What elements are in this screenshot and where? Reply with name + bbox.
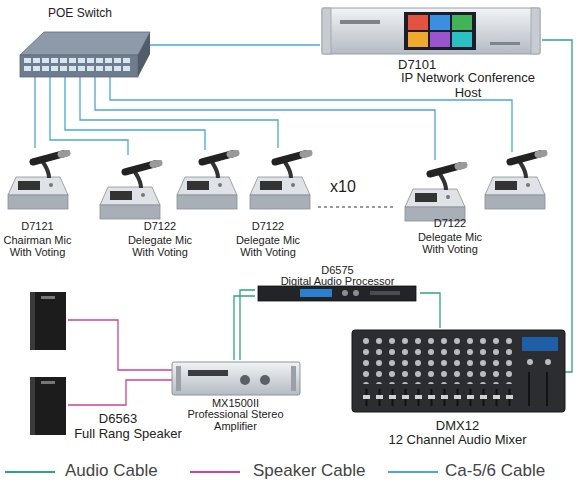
rack-ear [322, 8, 331, 54]
device-name: D7121 [0, 220, 75, 232]
processor-detail [370, 291, 400, 295]
network-wire [65, 77, 205, 150]
speaker-side [30, 292, 35, 350]
processor-knob [342, 290, 348, 296]
device-node: D6575Digital Audio Processor [255, 263, 420, 303]
cable [68, 380, 172, 405]
processor-knob [353, 290, 359, 296]
device-name: D7122 [120, 220, 200, 232]
delegate-mic-image [405, 165, 465, 221]
mixer-knob [527, 359, 533, 365]
device-name: D7122 [410, 217, 490, 229]
host-chassis [322, 8, 540, 54]
switch-ports [24, 58, 132, 74]
screen-tile [430, 15, 450, 30]
speaker-side [30, 377, 35, 435]
device-description: Delegate Mic With Voting [410, 231, 490, 256]
speaker-logo [41, 381, 55, 384]
legend-swatch [388, 471, 438, 473]
cable [80, 77, 278, 148]
mixer-body [352, 330, 565, 412]
device-node: MX1500IIProfessional Stereo Amplifier [172, 360, 300, 432]
legend-text: Speaker Cable [253, 461, 365, 481]
device-description: Delegate Mic With Voting [120, 234, 200, 259]
device-name: D6563 [88, 412, 148, 427]
legend-text: Ca-5/6 Cable [445, 461, 545, 481]
mixer-display [522, 337, 558, 351]
device-description: IP Network Conference Host [388, 71, 548, 100]
host-detail [490, 42, 520, 45]
delegate-mic-image [100, 163, 160, 219]
screen-tile [408, 15, 428, 30]
switch-side [138, 32, 150, 77]
cable [542, 40, 572, 372]
screen-tile [452, 15, 472, 30]
device-description: Professional Stereo Amplifier [178, 408, 293, 433]
device-node: DMX1212 Channel Audio Mixer [350, 328, 565, 450]
cable [234, 296, 255, 360]
device-description: Digital Audio Processor [255, 275, 420, 287]
device-node: D7122Delegate Mic With Voting [92, 155, 202, 265]
rack-ear [531, 8, 540, 54]
amplifier-handle [291, 366, 296, 391]
switch-top [20, 32, 150, 55]
device-description: Full Rang Speaker [63, 427, 193, 442]
cable [95, 77, 435, 160]
device-description: Chairman Mic With Voting [0, 234, 75, 259]
cable [50, 77, 128, 155]
host-detail [340, 20, 380, 24]
device-node: D7122Delegate Mic With Voting [228, 148, 312, 265]
device-node: D6563Full Rang Speaker [28, 288, 68, 438]
screen-tile [408, 32, 428, 47]
mixer-fader [528, 372, 530, 406]
cable [68, 320, 172, 370]
mixer-knobs [360, 336, 516, 384]
amplifier-knob [240, 375, 250, 385]
delegate-mic-image [485, 153, 545, 209]
device-node: D7101IP Network Conference Host [320, 3, 542, 98]
device-node: POE Switch [18, 5, 150, 77]
host-screen [404, 12, 476, 50]
cable [34, 77, 35, 148]
amplifier-knob [260, 375, 270, 385]
speaker-cabinet [30, 292, 66, 350]
legend-text: Audio Cable [65, 461, 158, 481]
cable [420, 293, 440, 328]
processor-chassis [258, 286, 416, 301]
processor-display [300, 289, 332, 297]
device-name: D7122 [228, 220, 308, 232]
amplifier-chassis [172, 362, 300, 395]
continuation-dash [318, 206, 395, 207]
amplifier-handle [176, 366, 181, 391]
mixer-faders [360, 388, 516, 408]
device-description: 12 Channel Audio Mixer [350, 433, 565, 448]
device-node: D7121Chairman Mic With Voting [0, 148, 75, 265]
device-description: Delegate Mic With Voting [228, 234, 308, 259]
mixer-fader [546, 372, 548, 406]
amplifier-panel [188, 370, 228, 376]
device-name: MX1500II [178, 397, 293, 409]
delegate-mic-image [250, 153, 310, 209]
screen-tile [452, 32, 472, 47]
legend-swatch [5, 471, 55, 473]
mixer-knob [545, 359, 551, 365]
device-name: D6575 [255, 264, 420, 276]
cable [240, 290, 255, 360]
switch-front [20, 55, 138, 77]
legend-swatch [190, 471, 240, 473]
delegate-mic-image [177, 153, 237, 209]
speaker-logo [41, 296, 55, 299]
device-name: POE Switch [35, 7, 125, 20]
count-label: x10 [330, 178, 356, 196]
speaker-cabinet [30, 377, 66, 435]
screen-tile [430, 32, 450, 47]
device-node: D7122Delegate Mic With Voting [398, 160, 498, 265]
chairman-mic-image [8, 153, 68, 209]
device-name: DMX12 [350, 419, 565, 434]
cable [150, 44, 320, 45]
network-wire [110, 77, 512, 152]
